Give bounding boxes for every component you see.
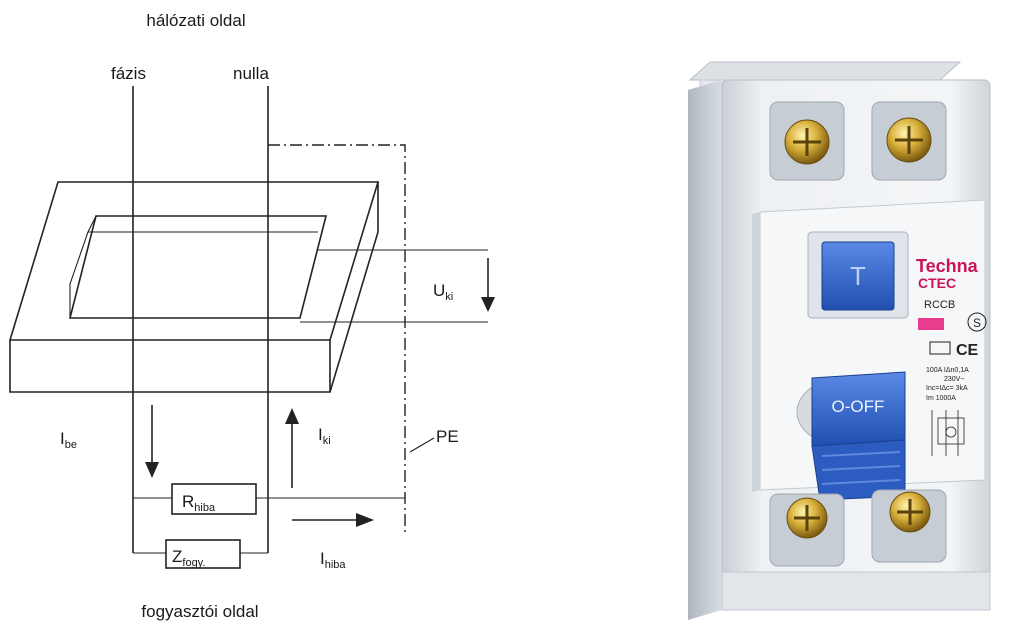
phase-label: fázis <box>111 64 146 83</box>
i-fault-arrow-head <box>356 513 374 527</box>
pe-conductor <box>268 144 406 535</box>
load-impedance <box>165 539 241 569</box>
lever-grip-ribs <box>821 451 901 485</box>
i-out-arrow-head <box>285 408 299 424</box>
load-impedance-label: Zfogy. <box>172 547 205 569</box>
i-out-label: Iki <box>318 425 331 447</box>
spec-line-4: Im 1000A <box>926 395 956 402</box>
load-side-title: fogyasztói oldal <box>141 602 258 621</box>
ce-mark: CE <box>956 342 979 359</box>
s-mark-ring <box>967 312 987 332</box>
rccb-device: T Techna CTEC RCCB S CE 100A IΔn0,1A 230… <box>688 61 991 620</box>
fault-resistor-label: Rhiba <box>182 492 216 514</box>
fault-resistor <box>171 483 257 515</box>
lever-label: O-OFF <box>832 397 885 416</box>
trip-symbol-icon <box>929 341 951 355</box>
wiring-diagram-icon <box>931 410 965 456</box>
model-label: RCCB <box>924 299 955 311</box>
core-side-face <box>329 182 379 393</box>
toroid-core <box>8 181 380 393</box>
test-button[interactable] <box>821 241 895 311</box>
rcd-schematic: hálózati oldal fázis nulla Uki Ibe <box>8 11 495 621</box>
i-in-arrow-head <box>145 462 159 478</box>
brand-name: Techna <box>916 256 979 276</box>
spec-line-2: 230V~ <box>944 376 964 383</box>
neutral-label: nulla <box>233 64 269 83</box>
i-fault-label: Ihiba <box>320 549 346 571</box>
device-top-ridge <box>688 61 962 81</box>
pe-leader <box>409 437 435 453</box>
device-bottom <box>721 571 991 611</box>
screw-slot-top-left <box>793 128 821 156</box>
core-inner-wall <box>69 215 97 318</box>
u-arrow-head <box>481 297 495 312</box>
s-mark: S <box>973 316 981 330</box>
pe-label: PE <box>436 427 459 446</box>
brand-subname: CTEC <box>918 275 956 291</box>
front-panel-edge <box>752 212 760 492</box>
spec-line-1: 100A IΔn0,1A <box>926 367 969 374</box>
supply-side-title: hálózati oldal <box>146 11 245 30</box>
test-button-label: T <box>850 261 866 291</box>
screw-slot-top-right <box>895 126 923 154</box>
device-side <box>688 80 722 620</box>
screw-slot-bottom-right <box>897 499 923 525</box>
u-out-label: Uki <box>433 281 453 303</box>
core-inner-opening <box>68 215 328 319</box>
screw-slot-bottom-left <box>794 505 820 531</box>
spec-line-3: Inc=IΔc= 3kA <box>926 385 968 392</box>
core-front-face <box>9 340 331 393</box>
i-in-label: Ibe <box>60 429 77 451</box>
core-top-face <box>8 181 380 341</box>
status-indicator <box>918 318 944 330</box>
